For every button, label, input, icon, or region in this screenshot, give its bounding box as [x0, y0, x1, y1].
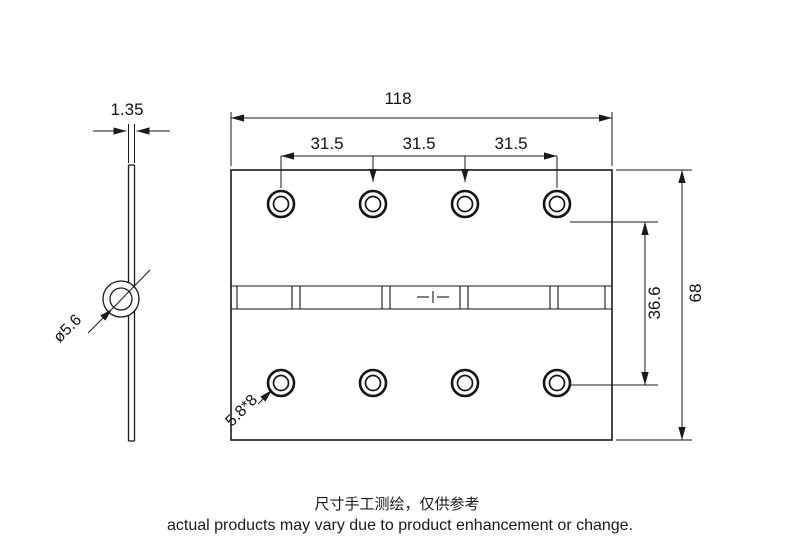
screw-hole-bottom-3 — [450, 368, 480, 398]
width-label: 118 — [384, 89, 411, 108]
thickness-label: 1.35 — [110, 100, 143, 119]
width-dimension: 118 — [230, 89, 613, 166]
knuckle-band — [231, 285, 612, 310]
height-label: 68 — [686, 284, 705, 303]
hole-outer-ring — [450, 189, 480, 219]
front-view: 118 31.5 31.5 31.5 68 — [223, 89, 705, 441]
hole-inner-ring — [272, 374, 290, 392]
row-spacing-label: 36.6 — [645, 286, 664, 319]
footnotes: 尺寸手工测绘，仅供参考 actual products may vary due… — [167, 496, 633, 534]
hole-outer-ring — [542, 189, 572, 219]
hole-inner-ring — [456, 374, 474, 392]
hole-inner-ring — [548, 195, 566, 213]
barrel-inner-circle — [109, 287, 133, 311]
screw-hole-bottom-4 — [542, 368, 572, 398]
hole-inner-ring — [272, 195, 290, 213]
note-chinese: 尺寸手工测绘，仅供参考 — [314, 496, 479, 513]
note-english: actual products may vary due to product … — [167, 517, 633, 534]
hole-spacing-label-2: 31.5 — [402, 134, 435, 153]
hole-outer-ring — [542, 368, 572, 398]
leader-arrow-line — [257, 389, 273, 405]
hole-outer-ring — [266, 368, 296, 398]
hole-spacing-label-3: 31.5 — [494, 134, 527, 153]
hole-outer-ring — [358, 368, 388, 398]
hole-inner-ring — [456, 195, 474, 213]
side-view: 1.35 ø5.6 — [50, 100, 170, 442]
screw-hole-top-1 — [266, 189, 296, 219]
hole-spacing-label-1: 31.5 — [310, 134, 343, 153]
screw-hole-bottom-2 — [358, 368, 388, 398]
hole-outer-ring — [266, 189, 296, 219]
row-spacing-dimension: 36.6 — [570, 221, 664, 386]
hole-outer-ring — [358, 189, 388, 219]
hole-outer-ring — [450, 368, 480, 398]
height-dimension: 68 — [616, 169, 705, 441]
leader-arrow-line — [87, 308, 113, 334]
screw-hole-top-3 — [450, 189, 480, 219]
hole-inner-ring — [364, 195, 382, 213]
thickness-dimension: 1.35 — [93, 100, 170, 163]
screw-hole-top-4 — [542, 189, 572, 219]
hole-diameter-label: ø5.6 — [50, 311, 85, 346]
leader-line — [111, 269, 151, 310]
hole-inner-ring — [548, 374, 566, 392]
hole-inner-ring — [364, 374, 382, 392]
screw-hole-top-2 — [358, 189, 388, 219]
center-mark — [417, 291, 449, 303]
screw-hole-bottom-1 — [266, 368, 296, 398]
hole-spacing-dimension: 31.5 31.5 31.5 — [280, 134, 558, 188]
